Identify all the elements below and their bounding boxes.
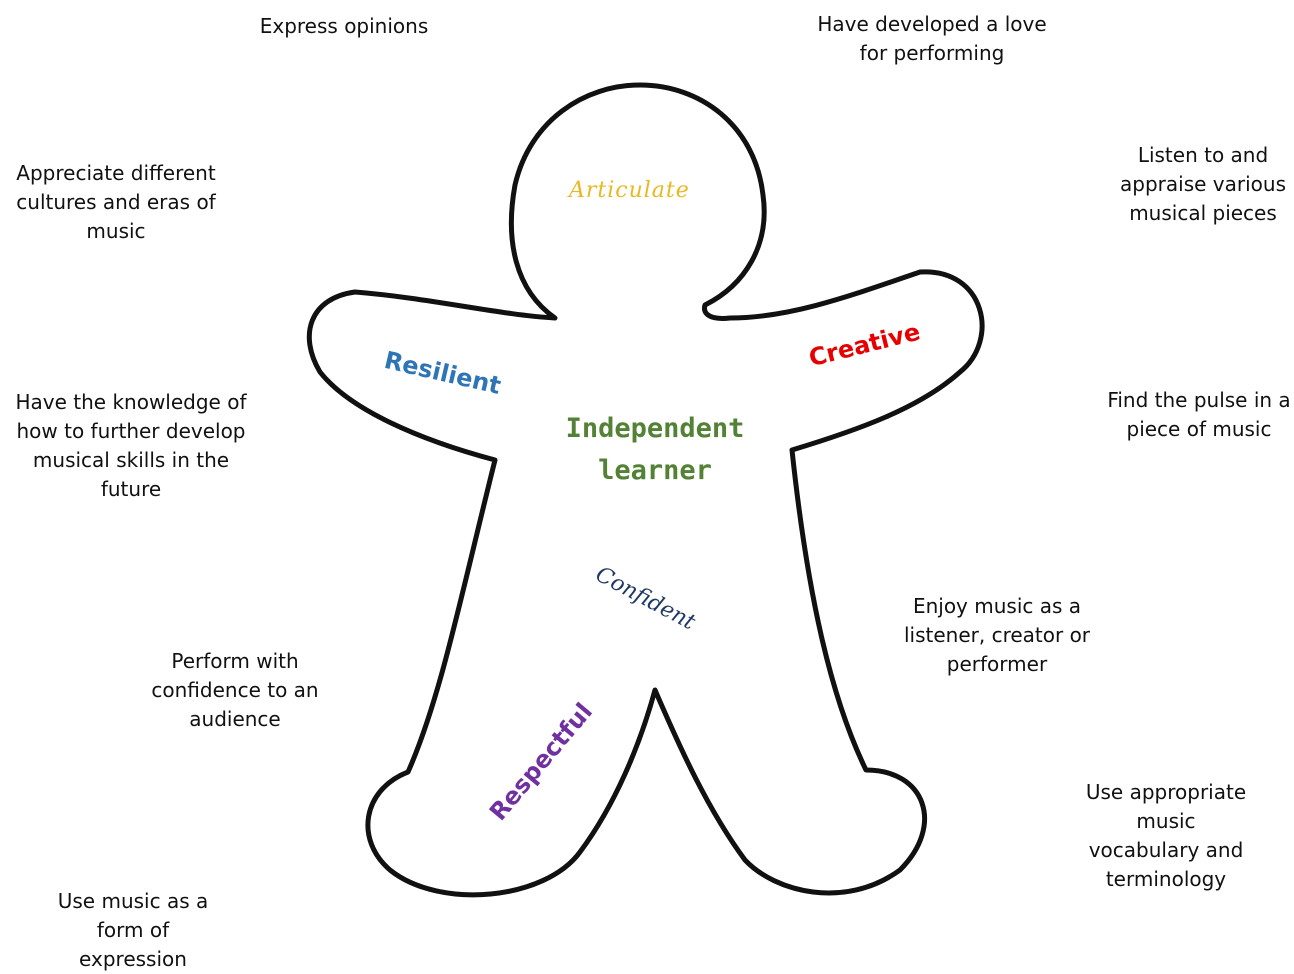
statement-listen-appraise: Listen to and appraise various musical p… (1120, 143, 1286, 225)
statement-love-performing: Have developed a love for performing (817, 12, 1047, 65)
statement-find-pulse: Find the pulse in a piece of music (1107, 388, 1291, 441)
statement-appreciate-cultures: Appreciate different cultures and eras o… (16, 161, 216, 243)
statement-enjoy-music: Enjoy music as a listener, creator or pe… (903, 594, 1091, 676)
statement-express-opinions: Express opinions (259, 14, 429, 38)
statement-use-vocabulary: Use appropriate music vocabulary and ter… (1085, 780, 1247, 891)
statement-knowledge-future: Have the knowledge of how to further dev… (15, 390, 247, 501)
attribute-articulate: Articulate (569, 178, 690, 203)
statement-use-expression: Use music as a form of expression (57, 889, 209, 971)
attribute-independent-learner: Independent learner (565, 413, 745, 486)
statement-perform-confidence: Perform with confidence to an audience (151, 649, 319, 731)
figure-outline (306, 82, 985, 898)
